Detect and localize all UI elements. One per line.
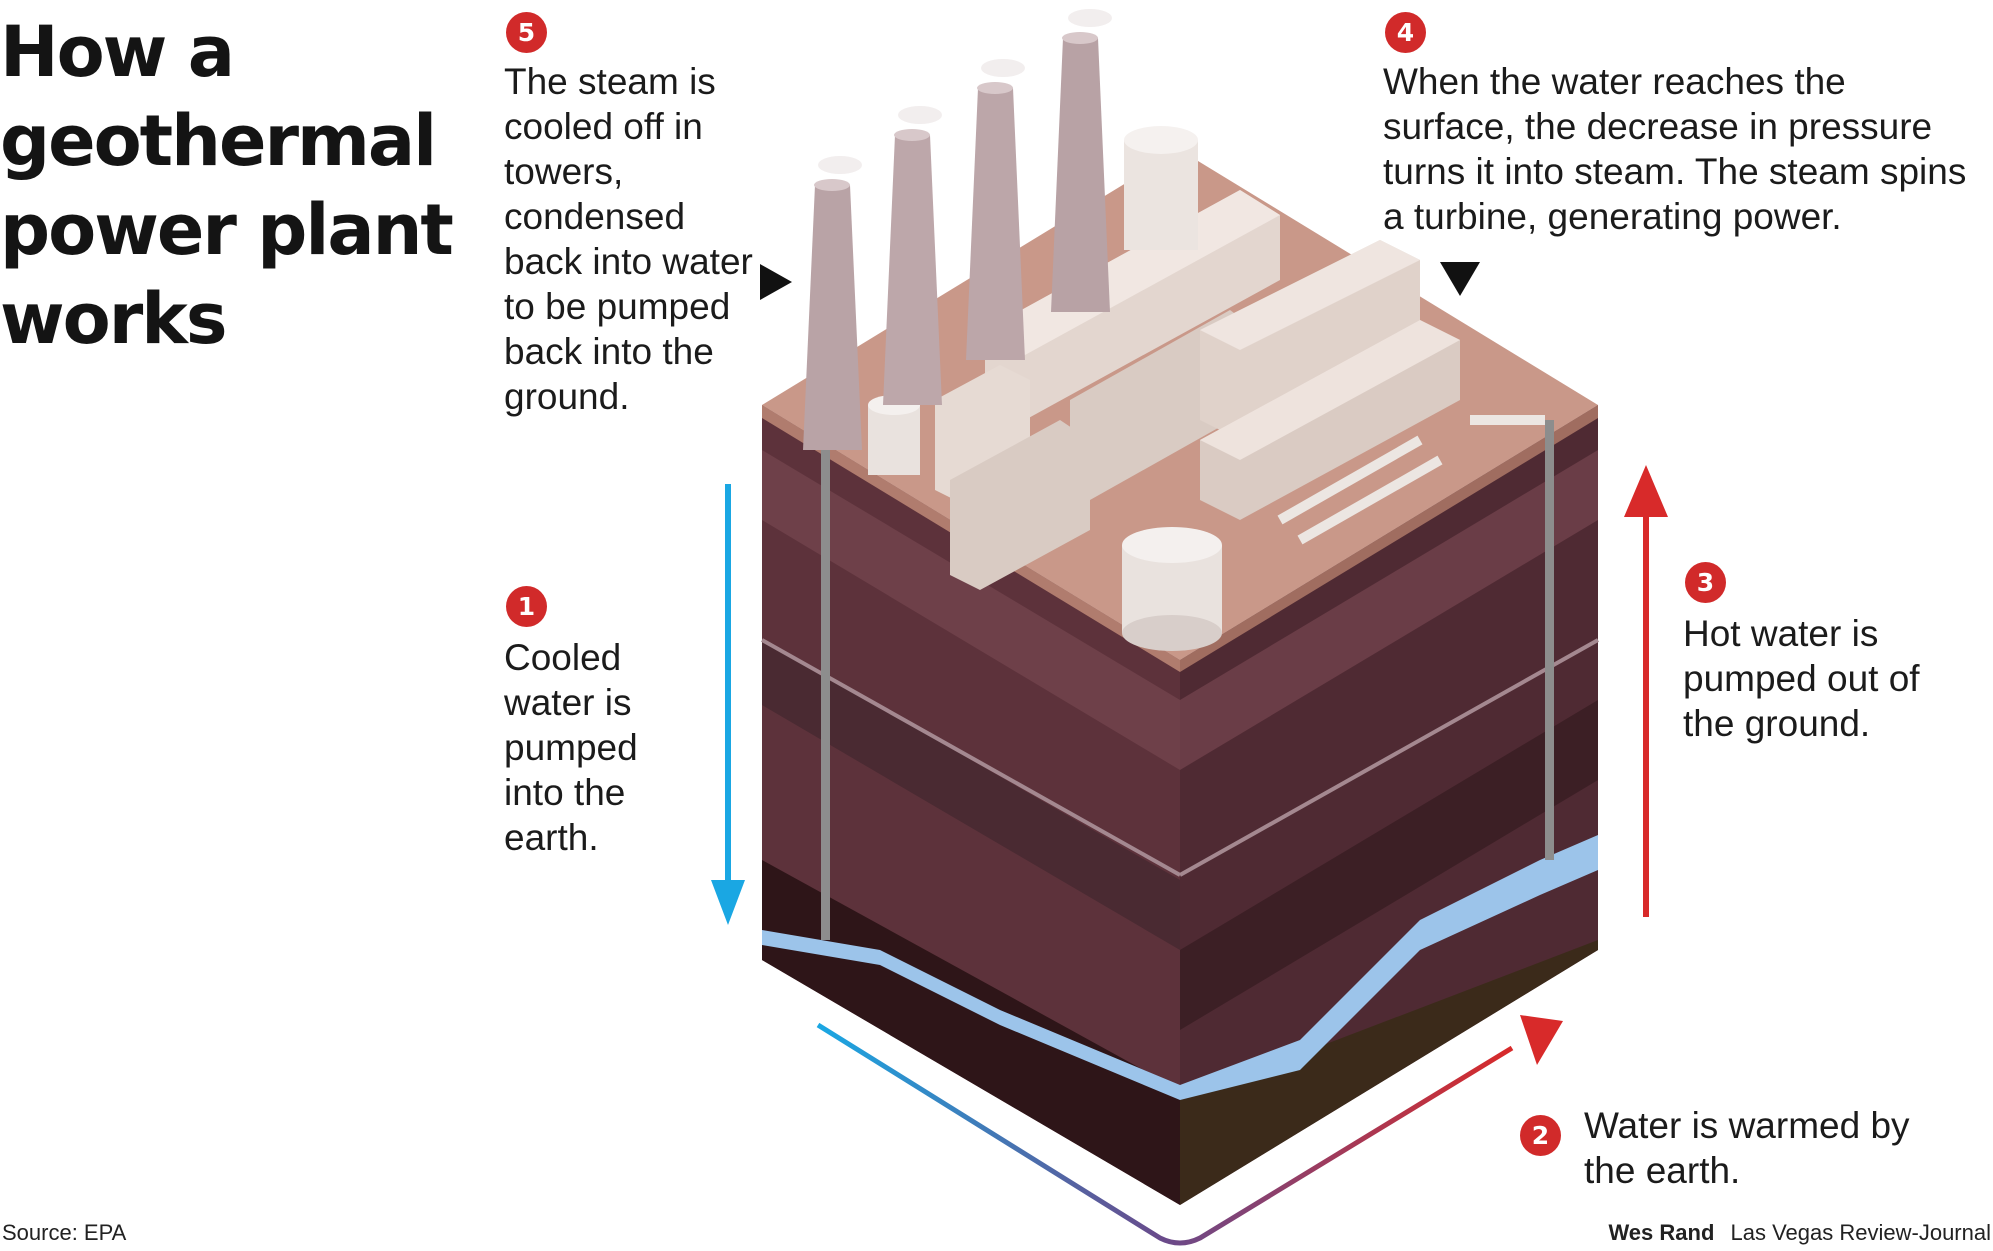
step-4-text: When the water reaches the surface, the …	[1383, 61, 1967, 237]
page-title: How a geothermal power plant works	[0, 11, 454, 360]
step-1-badge: 1	[506, 586, 547, 627]
byline: Wes Rand Las Vegas Review-Journal	[1608, 1220, 1991, 1246]
source-credit: Source: EPA	[2, 1220, 127, 1245]
step-1-callout: 1 Cooled water is pumped into the earth.	[504, 586, 704, 860]
step-3-badge: 3	[1685, 562, 1726, 603]
publication-name: Las Vegas Review-Journal	[1730, 1220, 1991, 1245]
hot-water-up-arrow	[1624, 465, 1668, 917]
injection-well-pipe	[821, 420, 830, 940]
aquifer-left	[762, 930, 1180, 1100]
earth-right-face	[1179, 405, 1599, 1205]
step-2-text: Water is warmed by the earth.	[1584, 1105, 1910, 1191]
cooling-towers	[803, 32, 1110, 450]
step-4-pointer-icon	[1440, 262, 1480, 296]
step-1-text: Cooled water is pumped into the earth.	[504, 637, 638, 858]
step-5-badge: 5	[506, 12, 547, 53]
warming-arrow-head-icon	[1520, 1015, 1563, 1065]
step-5-callout: 5 The steam is cooled off in towers, con…	[504, 12, 764, 419]
step-3-text: Hot water is pumped out of the ground.	[1683, 613, 1920, 744]
step-4-badge: 4	[1385, 12, 1426, 53]
step-5-text: The steam is cooled off in towers, conde…	[504, 61, 753, 417]
step-2-badge: 2	[1520, 1115, 1561, 1156]
step-3-callout: 3 Hot water is pumped out of the ground.	[1683, 562, 1943, 746]
cold-water-down-arrow	[711, 484, 745, 925]
author-name: Wes Rand	[1608, 1220, 1715, 1245]
step-5-pointer-icon	[760, 264, 792, 300]
steam-puffs	[818, 9, 1112, 174]
aquifer-right	[1180, 835, 1598, 1100]
production-well-pipe	[1545, 420, 1554, 860]
step-4-callout: 4 When the water reaches the surface, th…	[1383, 12, 1983, 239]
circulation-loop-arrow	[816, 1022, 1514, 1246]
